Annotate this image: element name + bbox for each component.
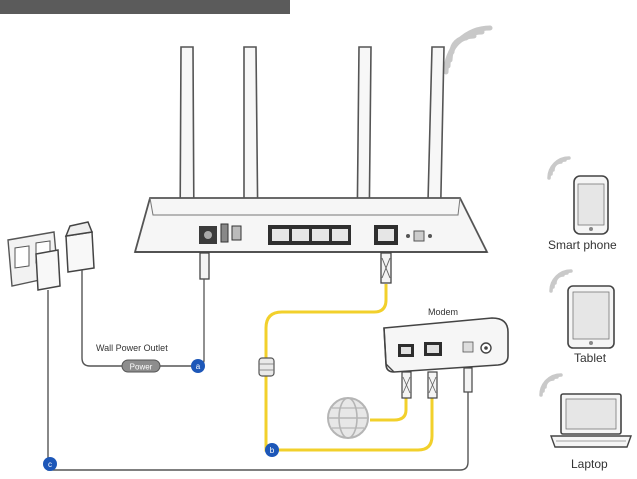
modem-power-cord	[47, 290, 469, 471]
marker-a: a	[191, 359, 205, 373]
header-bar	[0, 0, 290, 14]
modem-label: Modem	[428, 307, 459, 317]
reset-button	[220, 223, 229, 243]
power-adapters	[35, 221, 95, 291]
ethernet-cables	[264, 284, 434, 452]
smart-phone-label: Smart phone	[548, 238, 617, 252]
wan-ethernet-plug	[380, 252, 392, 284]
laptop-label: Laptop	[571, 457, 608, 471]
smartphone-icon	[573, 175, 609, 235]
power-tag-label: Power	[130, 363, 153, 372]
wan-cable	[264, 284, 434, 452]
modem-plugs	[401, 367, 473, 399]
router-power-plug	[199, 252, 210, 360]
marker-b: b	[265, 443, 279, 457]
marker-c: c	[43, 457, 57, 471]
marker-b-label: b	[270, 446, 275, 455]
power-tag	[121, 359, 161, 373]
tablet-wifi-icon	[549, 269, 573, 293]
marker-a-label: a	[196, 362, 201, 371]
router-power-adapter	[65, 231, 95, 273]
tablet-label: Tablet	[574, 351, 607, 365]
smartphone-wifi-icon	[547, 156, 571, 180]
laptop-wifi-icon	[539, 373, 563, 397]
router-body	[133, 197, 489, 253]
usb-port	[231, 225, 242, 241]
internet-cable	[370, 398, 408, 422]
modem-icon	[383, 317, 509, 373]
modem-power-adapter	[35, 249, 61, 291]
cable-clip	[258, 357, 275, 377]
wall-power-outlet-label: Wall Power Outlet	[96, 343, 168, 353]
tablet-icon	[567, 285, 615, 349]
laptop-icon	[550, 393, 632, 448]
marker-c-label: c	[48, 460, 52, 469]
globe-icon	[327, 397, 369, 439]
router-wifi-icon	[443, 25, 493, 75]
